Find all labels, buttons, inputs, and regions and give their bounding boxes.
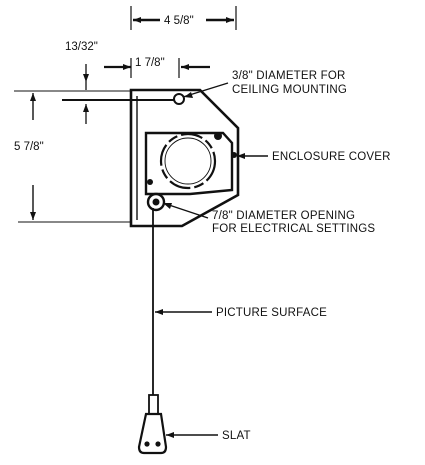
picture-surface-arrow (155, 309, 163, 315)
electrical-opening (146, 192, 166, 212)
enclosure-leader-arrow (237, 153, 245, 159)
callout-ceiling-mounting: 3/8" DIAMETER FOR CEILING MOUNTING (182, 70, 347, 98)
cover-outline (144, 131, 234, 196)
arrowhead-left (133, 17, 141, 23)
top-offset-label: 13/32" (65, 41, 98, 53)
callout-slat: SLAT (166, 430, 251, 442)
slat-body (137, 412, 168, 455)
overall-width-dimension: 4 5/8" (130, 6, 237, 30)
overall-width-label: 4 5/8" (164, 15, 194, 27)
cover-screw-top (214, 132, 222, 140)
cover-screw-bottom (147, 179, 153, 185)
opening-callout-line2: FOR ELECTRICAL SETTINGS (212, 223, 375, 235)
ceiling-callout-line2: CEILING MOUNTING (232, 84, 347, 96)
offset-width-dimension: 1 7/8" (104, 57, 210, 78)
motor-drum (159, 132, 217, 190)
callout-enclosure-cover: ENCLOSURE COVER (237, 151, 391, 163)
arrowhead-right (226, 17, 234, 23)
enclosure-cover (144, 131, 237, 196)
slat-rivet-left (144, 441, 150, 447)
ceiling-leader-arrow (184, 92, 193, 98)
housing-outline (129, 88, 240, 228)
slat (137, 394, 168, 455)
ceiling-mount-hole (173, 93, 185, 105)
motor-drum-inner (164, 137, 212, 185)
height-arrow-top (30, 93, 36, 101)
slat-stem (148, 394, 159, 416)
electrical-opening-center (152, 198, 160, 206)
picture-surface-callout: PICTURE SURFACE (216, 307, 327, 319)
ceiling-callout-line1: 3/8" DIAMETER FOR (232, 70, 346, 82)
height-arrow-bottom (30, 212, 36, 220)
offset-width-label: 1 7/8" (135, 57, 165, 69)
callout-electrical-opening: 7/8" DIAMETER OPENING FOR ELECTRICAL SET… (162, 202, 375, 235)
opening-callout-line1: 7/8" DIAMETER OPENING (212, 210, 355, 222)
housing (129, 88, 240, 228)
slat-leader-arrow (166, 432, 174, 438)
offset-arrowhead-right (181, 64, 189, 70)
height-label: 5 7/8" (14, 141, 44, 153)
slat-rivet-right (155, 441, 161, 447)
top-offset-dimension: 13/32" (65, 41, 98, 124)
offset-arrowhead-left (123, 64, 131, 70)
slat-callout: SLAT (222, 430, 251, 442)
top-offset-arrow-upper (83, 74, 89, 82)
height-dimension: 5 7/8" (14, 93, 44, 220)
top-offset-arrow-lower (83, 104, 89, 112)
opening-leader-arrow (163, 203, 172, 209)
callout-picture-surface: PICTURE SURFACE (155, 307, 327, 319)
enclosure-callout: ENCLOSURE COVER (272, 151, 391, 163)
cover-screw-right (231, 152, 237, 158)
